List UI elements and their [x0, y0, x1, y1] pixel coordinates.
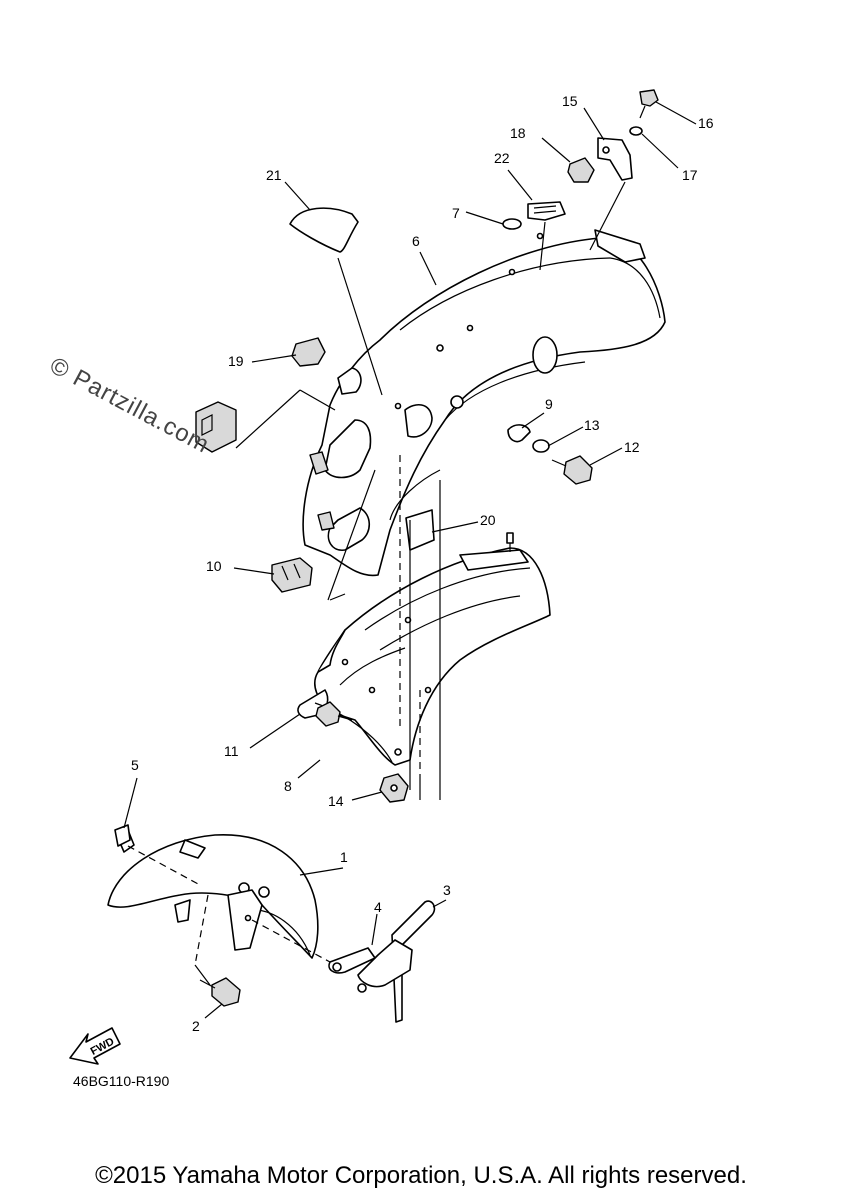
part-number-20: 20: [480, 512, 496, 528]
part-number-13: 13: [584, 417, 600, 433]
part-number-12: 12: [624, 439, 640, 455]
part-number-5: 5: [131, 757, 139, 773]
part-number-11: 11: [224, 743, 239, 759]
copyright-notice: ©2015 Yamaha Motor Corporation, U.S.A. A…: [95, 1162, 747, 1189]
diagram-code: 46BG110-R190: [73, 1073, 170, 1089]
hardware-parts: [114, 89, 659, 1007]
part-number-10: 10: [206, 558, 222, 574]
leader-lines: [123, 101, 697, 1019]
part-number-2: 2: [192, 1018, 200, 1034]
part-number-4: 4: [374, 899, 382, 915]
fender-stays: [328, 900, 436, 1023]
part-number-15: 15: [562, 93, 578, 109]
part-number-1: 1: [340, 849, 348, 865]
part-number-22: 22: [494, 150, 510, 166]
forward-arrow-icon: FWD: [69, 1027, 121, 1065]
part-number-17: 17: [682, 167, 698, 183]
part-number-6: 6: [412, 233, 420, 249]
part-number-labels: 1 2 3 4 5 6 7 8 9 10 11 12 13 14 15 16 1…: [131, 93, 714, 1034]
rear-fender: [302, 229, 666, 577]
part-number-19: 19: [228, 353, 244, 369]
part-number-9: 9: [545, 396, 553, 412]
front-fender: [107, 829, 319, 959]
part-number-21: 21: [266, 167, 282, 183]
part-number-7: 7: [452, 205, 460, 221]
part-number-16: 16: [698, 115, 714, 131]
part-number-18: 18: [510, 125, 526, 141]
part-number-3: 3: [443, 882, 451, 898]
assembly-lines: [127, 181, 626, 986]
part-number-8: 8: [284, 778, 292, 794]
part-number-14: 14: [328, 793, 344, 809]
inner-fender: [297, 532, 551, 766]
